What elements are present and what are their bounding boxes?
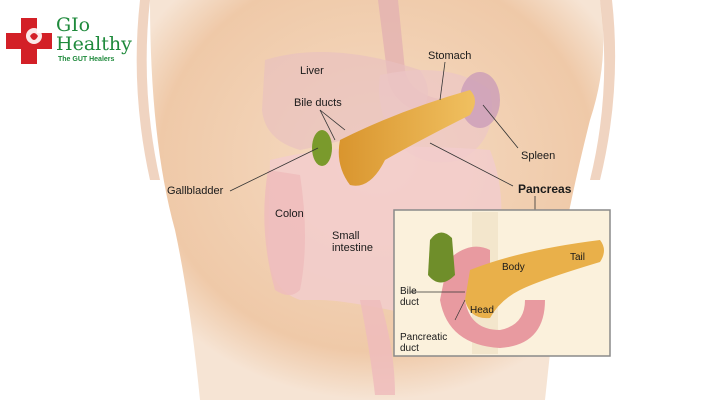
logo-tagline: The GUT Healers: [58, 56, 115, 63]
label-gallbladder: Gallbladder: [167, 185, 224, 197]
inset-label-head: Head: [470, 305, 494, 316]
inset-label-pancreatic-duct: Pancreatic duct: [400, 332, 448, 354]
gallbladder: [312, 130, 332, 166]
label-pancreas: Pancreas: [518, 182, 572, 196]
label-stomach: Stomach: [428, 50, 472, 62]
logo-title: GIo Healthy: [56, 14, 132, 55]
inset-label-body: Body: [502, 262, 525, 273]
label-spleen: Spleen: [521, 150, 556, 162]
label-colon: Colon: [275, 208, 304, 220]
label-liver: Liver: [300, 65, 324, 77]
pancreas-inset: [393, 209, 611, 357]
label-small-intestine: Small intestine: [332, 230, 373, 254]
inset-label-bile-duct: Bile duct: [400, 286, 419, 308]
label-bile-ducts: Bile ducts: [294, 97, 342, 109]
inset-label-tail: Tail: [570, 252, 586, 263]
pancreas: [338, 90, 475, 186]
brand-logo[interactable]: GIo Healthy The GUT Healers: [6, 16, 146, 76]
medical-cross-icon: [6, 18, 52, 64]
